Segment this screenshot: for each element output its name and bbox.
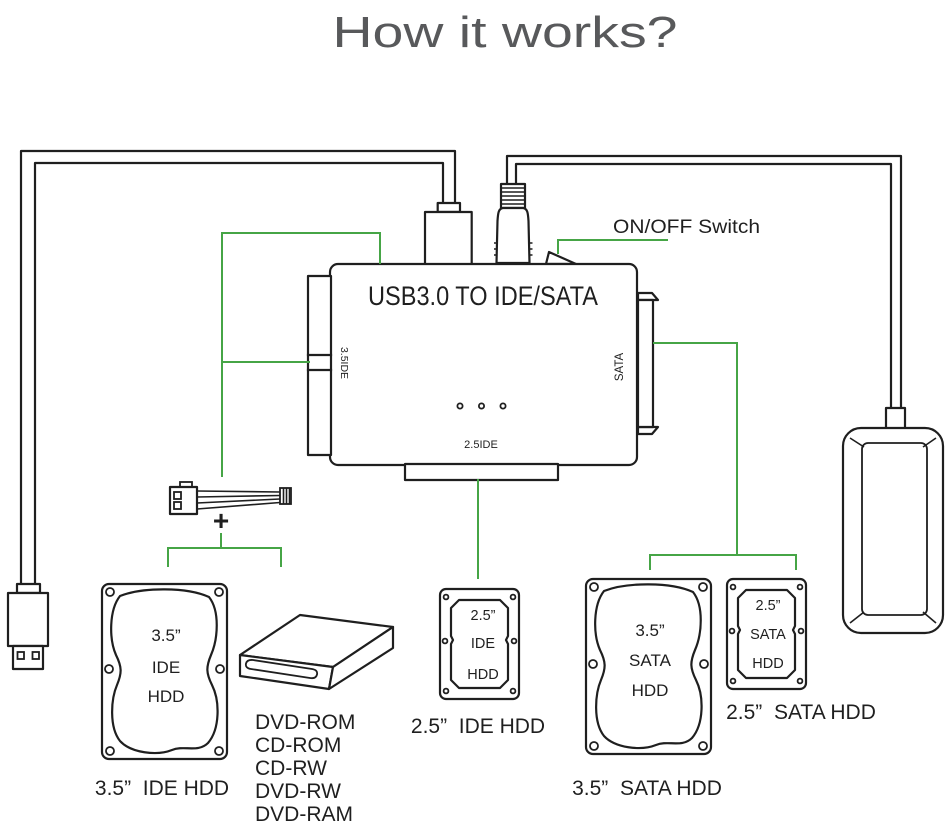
drive-size: 3.5” [635,621,665,640]
dc-power-plug [494,182,533,265]
optical-type: CD-RW [255,757,327,780]
usb-plug [6,582,50,671]
drive-caption: 2.5” IDE HDD [411,715,545,738]
drive-bus: SATA [750,627,786,643]
usb-cable [19,149,457,587]
drive-size: 2.5” [471,608,496,624]
drive-caption: 3.5” IDE HDD [95,777,229,800]
hdd-35-sata: 3.5” SATA HDD 3.5” SATA HDD [572,621,722,800]
power-cable [505,154,903,410]
drive-size: 3.5” [151,626,181,645]
drive-type: HDD [148,687,185,706]
sata-port [636,291,660,436]
switch-pointer-line [557,239,668,254]
optical-type: DVD-ROM [255,711,355,734]
hdd-25-ide: 2.5” IDE HDD 2.5” IDE HDD [411,608,545,738]
adapter-port-right-label: SATA [614,353,626,382]
optical-type: DVD-RAM [255,803,353,826]
drive-type: HDD [632,681,669,700]
ide-bracket [167,547,282,567]
adapter-port-left-label: 3.5IDE [338,347,350,379]
adapter-led-dots [456,402,507,410]
optical-drive-types: DVD-ROM CD-ROM CD-RW DVD-RW DVD-RAM [255,711,355,826]
page-title: How it works? [333,8,678,57]
drive-caption: 2.5” SATA HDD [726,701,876,724]
sata-bracket [649,554,797,570]
adapter-port-bottom-label: 2.5IDE [464,439,498,451]
drive-type: HDD [752,656,783,672]
power-switch [544,250,578,266]
optical-type: DVD-RW [255,780,341,803]
drive-size: 2.5” [756,598,781,614]
plus-sign: + [213,505,229,536]
hdd-25-sata: 2.5” SATA HDD 2.5” SATA HDD [726,598,876,724]
connector-lines [167,232,797,579]
ide-25-port [403,462,560,482]
usb-connector [423,201,473,267]
switch-label: ON/OFF Switch [613,216,760,238]
hdd-35-ide: 3.5” IDE HDD 3.5” IDE HDD [95,626,229,800]
optical-type: CD-ROM [255,734,341,757]
drive-bus: IDE [471,636,496,652]
power-adapter-drawing [841,406,945,635]
ide-branch-line [221,232,381,477]
drive-type: HDD [467,667,498,683]
molex-connector [168,481,292,516]
drive-bus: SATA [629,651,672,670]
drive-bus: IDE [152,658,180,677]
adapter-label: USB3.0 TO IDE/SATA [368,281,598,311]
sata-branch-line [653,342,738,556]
drive-caption: 3.5” SATA HDD [572,777,722,800]
optical-drive-drawing [238,613,395,691]
ide-35-port [306,274,333,457]
